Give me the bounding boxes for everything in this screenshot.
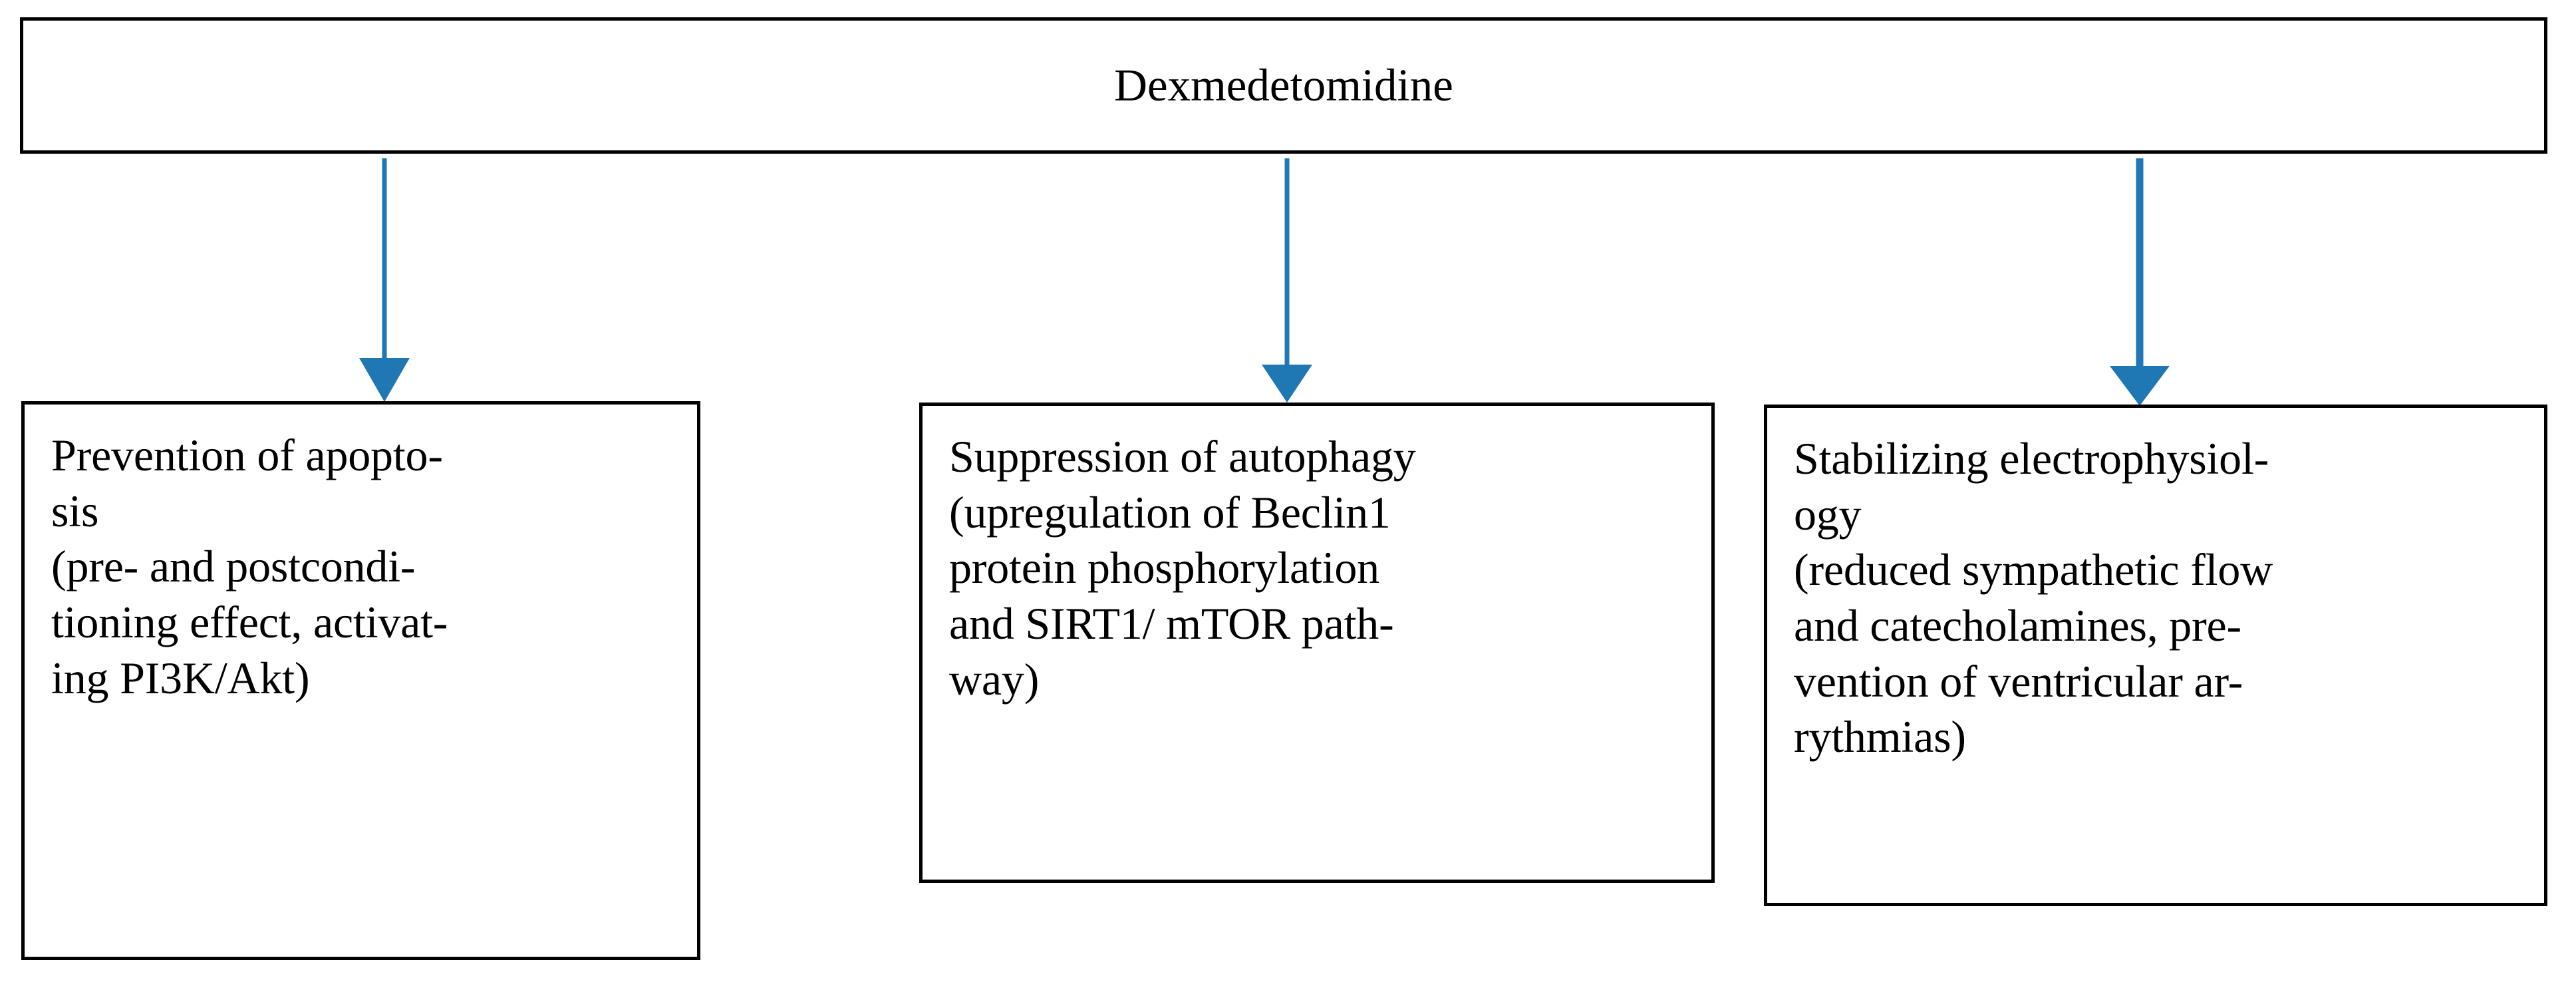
node-suppression-of-autophagy-label: Suppression of autophagy (upregulation o… (949, 431, 1416, 705)
node-suppression-of-autophagy: Suppression of autophagy (upregulation o… (919, 403, 1715, 883)
node-prevention-of-apoptosis-label: Prevention of apopto- sis (pre- and post… (51, 430, 448, 703)
node-stabilizing-electrophysiology-label: Stabilizing electrophysiol- ogy (reduced… (1794, 433, 2273, 762)
node-stabilizing-electrophysiology: Stabilizing electrophysiol- ogy (reduced… (1764, 405, 2547, 906)
node-dexmedetomidine: Dexmedetomidine (20, 17, 2547, 154)
node-prevention-of-apoptosis: Prevention of apopto- sis (pre- and post… (21, 401, 700, 960)
node-dexmedetomidine-label: Dexmedetomidine (1114, 59, 1453, 110)
